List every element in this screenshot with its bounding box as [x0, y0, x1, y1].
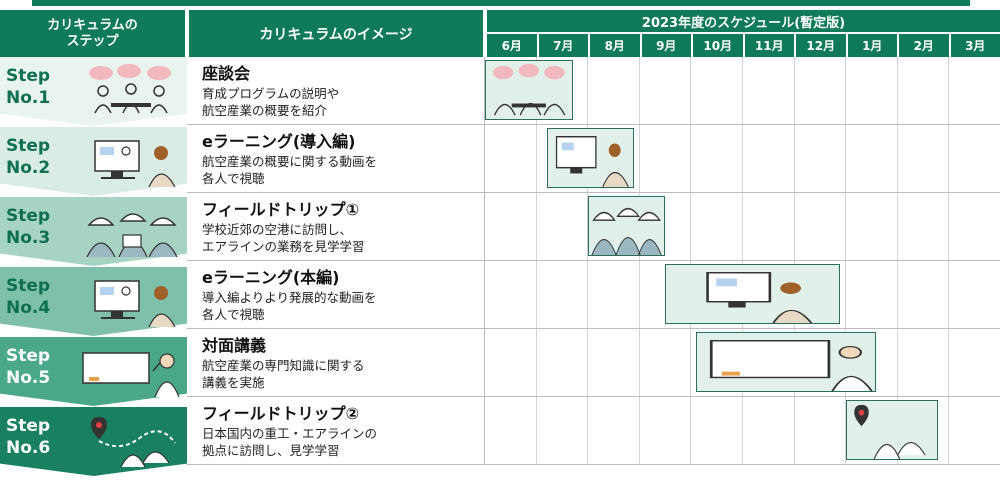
step-label: Step No.5 [6, 346, 51, 388]
table-row: フィールドトリップ② 日本国内の重工・エアラインの 拠点に訪問し、見学学習 [187, 397, 1000, 465]
top-accent-bar [32, 0, 970, 6]
step-label: Step No.6 [6, 416, 51, 458]
month-header-row: 6月 7月 8月 9月 10月 11月 12月 1月 2月 3月 [487, 34, 1000, 57]
header-step-label: カリキュラムの ステップ [47, 17, 138, 49]
table-row: 対面講義 航空産業の専門知識に関する 講義を実施 [187, 329, 1000, 397]
step-2: Step No.2 [0, 127, 187, 196]
step-description: フィールドトリップ② 日本国内の重工・エアラインの 拠点に訪問し、見学学習 [187, 397, 485, 464]
schedule-block-step-4 [665, 264, 841, 324]
month-header: 11月 [744, 34, 794, 57]
step-6: Step No.6 [0, 407, 187, 476]
month-header: 10月 [693, 34, 743, 57]
table-row: フィールドトリップ① 学校近郊の空港に訪問し、 エアラインの業務を見学学習 [187, 193, 1000, 261]
step-desc-line: 日本国内の重工・エアラインの [202, 426, 378, 441]
month-header: 2月 [899, 34, 949, 57]
step-desc-line: 航空産業の概要に関する動画を [202, 154, 378, 169]
header-step-column: カリキュラムの ステップ [0, 10, 185, 57]
month-header: 7月 [538, 34, 588, 57]
step-description: フィールドトリップ① 学校近郊の空港に訪問し、 エアラインの業務を見学学習 [187, 193, 485, 260]
table-row: 座談会 育成プログラムの説明や 航空産業の概要を紹介 [187, 57, 1000, 125]
elearning-computer-icon [94, 140, 176, 187]
group-discussion-icon [89, 64, 171, 114]
step-title: eラーニング(導入編) [202, 132, 356, 151]
lecturer-whiteboard-icon [710, 340, 873, 391]
header-schedule-label: 2023年度のスケジュール(暫定版) [641, 15, 846, 31]
step-label: Step No.2 [6, 136, 51, 178]
step-title: フィールドトリップ② [202, 404, 360, 423]
schedule-block-step-6 [845, 400, 939, 460]
lecturer-whiteboard-icon [82, 352, 180, 397]
month-header: 12月 [796, 34, 846, 57]
hard-hat-workers-icon [86, 213, 178, 257]
month-header: 8月 [590, 34, 640, 57]
step-desc-line: 講義を実施 [202, 375, 265, 390]
schedule-block-step-1 [485, 60, 573, 120]
step-description: 対面講義 航空産業の専門知識に関する 講義を実施 [187, 329, 485, 396]
month-header: 1月 [847, 34, 897, 57]
step-description: eラーニング(本編) 導入編よりより発展的な動画を 各人で視聴 [187, 261, 485, 328]
step-5: Step No.5 [0, 337, 187, 406]
month-header: 3月 [950, 34, 1000, 57]
table-row: eラーニング(本編) 導入編よりより発展的な動画を 各人で視聴 [187, 261, 1000, 329]
group-discussion-icon [492, 63, 566, 116]
step-desc-line: 学校近郊の空港に訪問し、 [202, 222, 353, 237]
step-description: 座談会 育成プログラムの説明や 航空産業の概要を紹介 [187, 57, 485, 124]
step-column: Step No.1 Step No.2 Step No.3 [0, 57, 187, 487]
step-label: Step No.1 [6, 66, 51, 108]
step-desc-line: 育成プログラムの説明や [202, 86, 340, 101]
step-desc-line: 各人で視聴 [202, 171, 265, 186]
hard-hat-workers-icon [591, 207, 662, 255]
step-title: フィールドトリップ① [202, 200, 360, 219]
table-row: eラーニング(導入編) 航空産業の概要に関する動画を 各人で視聴 [187, 125, 1000, 193]
step-desc-line: 拠点に訪問し、見学学習 [202, 443, 340, 458]
step-title: 座談会 [202, 64, 251, 83]
map-pin-journey-icon [853, 404, 925, 459]
step-desc-line: 航空産業の専門知識に関する [202, 358, 365, 373]
header-schedule-title: 2023年度のスケジュール(暫定版) [487, 10, 1000, 32]
step-desc-line: 航空産業の概要を紹介 [202, 103, 328, 118]
step-title: eラーニング(本編) [202, 268, 340, 287]
step-desc-line: エアラインの業務を見学学習 [202, 239, 365, 254]
step-title: 対面講義 [202, 336, 267, 355]
step-4: Step No.4 [0, 267, 187, 336]
step-description: eラーニング(導入編) 航空産業の概要に関する動画を 各人で視聴 [187, 125, 485, 192]
month-header: 6月 [487, 34, 537, 57]
map-pin-journey-icon [91, 417, 176, 467]
step-1: Step No.1 [0, 57, 187, 126]
schedule-block-step-2 [546, 128, 635, 188]
step-3: Step No.3 [0, 197, 187, 266]
curriculum-table: 座談会 育成プログラムの説明や 航空産業の概要を紹介 eラーニング(導入編) 航… [187, 57, 1000, 467]
elearning-computer-icon [555, 136, 629, 187]
schedule-block-step-5 [696, 332, 877, 392]
elearning-computer-icon [94, 280, 176, 327]
step-desc-line: 導入編よりより発展的な動画を [202, 290, 377, 305]
schedule-block-step-3 [588, 196, 666, 256]
step-label: Step No.4 [6, 276, 51, 318]
step-desc-line: 各人で視聴 [202, 307, 265, 322]
header-image-label: カリキュラムのイメージ [259, 26, 413, 43]
month-header: 9月 [641, 34, 691, 57]
elearning-computer-icon [706, 272, 813, 323]
step-label: Step No.3 [6, 206, 51, 248]
header-image-column: カリキュラムのイメージ [189, 10, 483, 57]
